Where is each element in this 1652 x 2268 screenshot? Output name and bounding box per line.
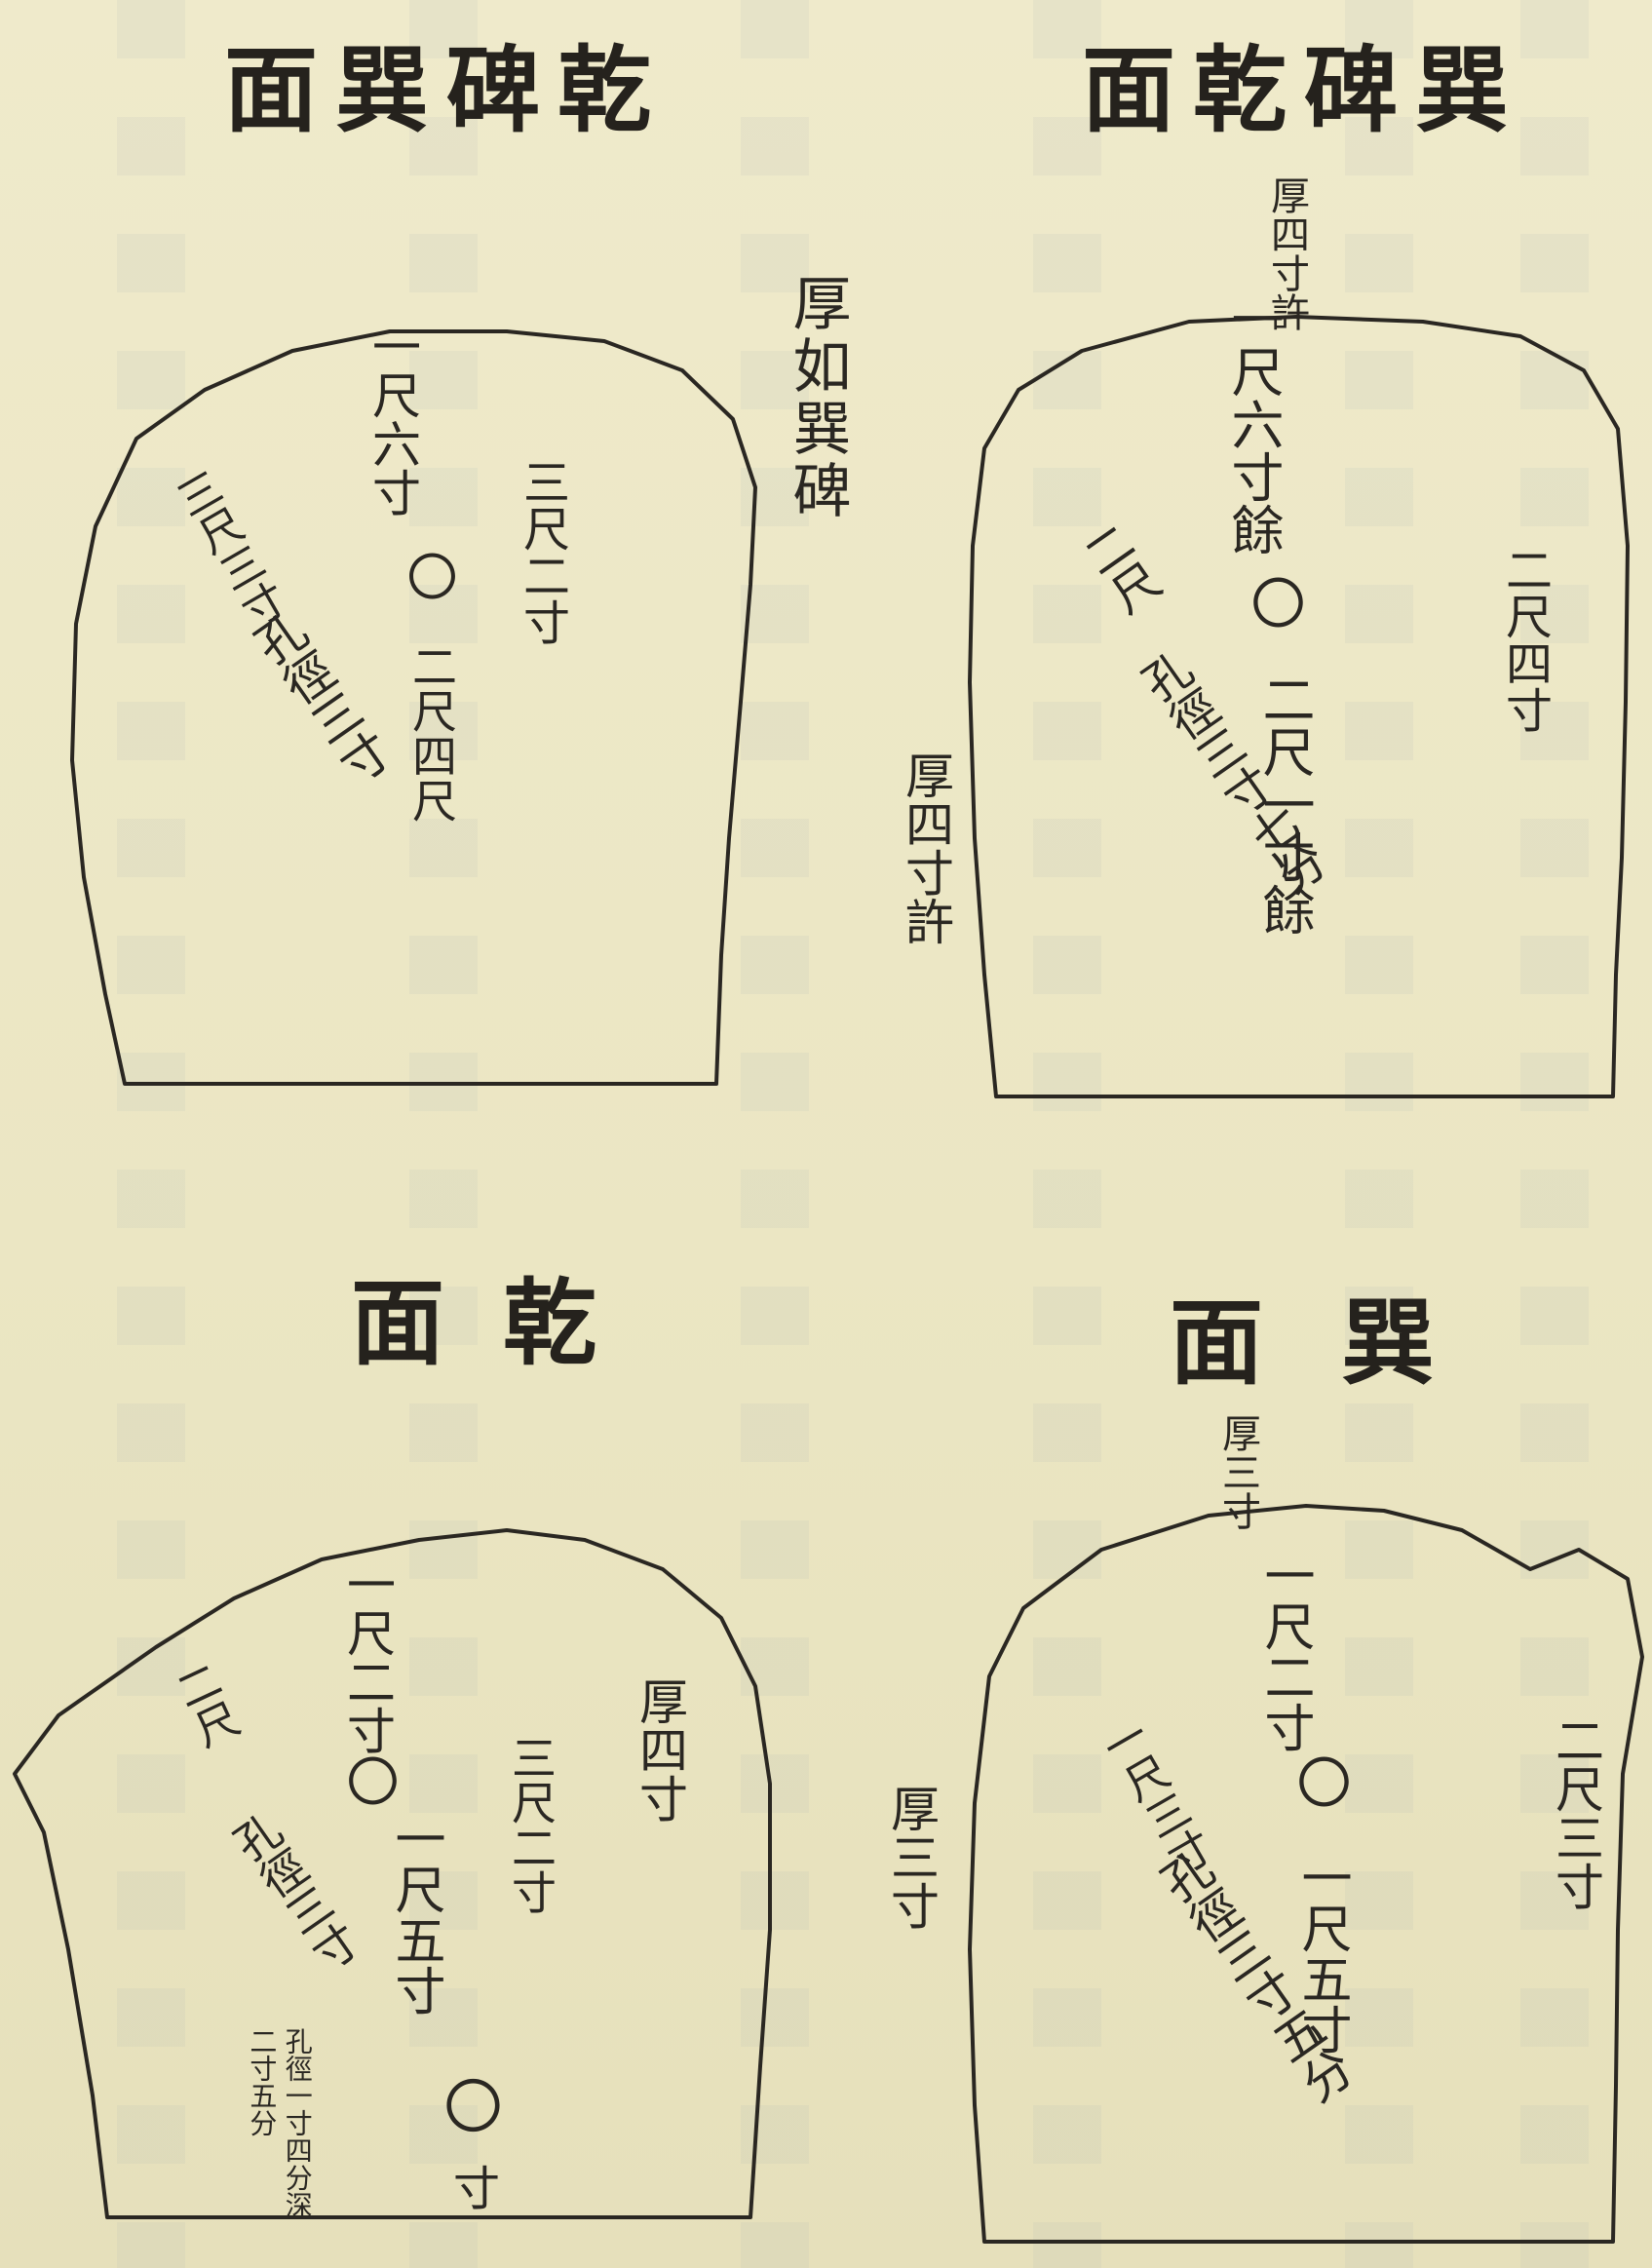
dimension-line: 二尺四尺 xyxy=(405,643,458,823)
center-hole-mark: 〇 xyxy=(1242,575,1305,630)
panel-title: 面乾 xyxy=(351,1268,655,1378)
dimension-line: 一尺五寸 xyxy=(1292,1852,1351,2055)
bleed-through-column xyxy=(741,0,809,2268)
small-hole-note: 孔徑一寸四分深二寸五分 xyxy=(246,2027,314,2218)
thickness-note: 厚四寸許 xyxy=(1264,175,1309,331)
stele-outline-bottom-right xyxy=(968,1504,1644,2244)
small-hole-unit: 寸 xyxy=(444,2164,499,2210)
panel-title: 面乾碑巽 xyxy=(1082,35,1526,145)
dimension-line: 三尺二寸 xyxy=(515,458,569,645)
dimension-line: 二尺一寸餘 xyxy=(1253,673,1315,936)
thickness-note: 厚如巽碑 xyxy=(783,273,851,522)
dimension-line: 三尺二寸 xyxy=(505,1735,557,1914)
small-hole-mark: 〇 xyxy=(434,2076,502,2134)
thickness-note: 厚三寸 xyxy=(883,1784,940,1930)
center-hole-mark: 〇 xyxy=(337,1754,399,1807)
dimension-height: 一尺二寸 xyxy=(339,1559,396,1754)
stele-outline-top-right xyxy=(968,315,1630,1098)
bleed-through-column xyxy=(1520,0,1589,2268)
center-hole-mark: 〇 xyxy=(398,551,456,601)
stele-outline-top-left xyxy=(70,329,757,1086)
dimension-height: 一尺二寸 xyxy=(1255,1550,1314,1752)
panel-title: 面巽 xyxy=(1170,1288,1513,1398)
dimension-line: 一尺五寸 xyxy=(386,1813,444,2016)
bleed-through-column xyxy=(409,0,478,2268)
dimension-line: 二尺三寸 xyxy=(1548,1715,1604,1910)
thickness-note: 厚四寸許 xyxy=(898,750,954,945)
bleed-through-column xyxy=(1033,0,1101,2268)
dimension-height: 一尺六寸 xyxy=(365,322,421,517)
stele-outline-bottom-left xyxy=(13,1528,772,2219)
bleed-through-column xyxy=(117,0,185,2268)
dimension-line: 二尺四寸 xyxy=(1497,546,1552,733)
thickness-note: 厚四寸 xyxy=(632,1676,688,1823)
panel-title: 面巽碑乾 xyxy=(224,35,669,145)
center-hole-mark: 〇 xyxy=(1287,1754,1351,1809)
thickness-note: 厚三寸 xyxy=(1215,1413,1260,1530)
dimension-height: 一尺六寸餘 xyxy=(1222,292,1284,556)
bleed-through-column xyxy=(1345,0,1413,2268)
